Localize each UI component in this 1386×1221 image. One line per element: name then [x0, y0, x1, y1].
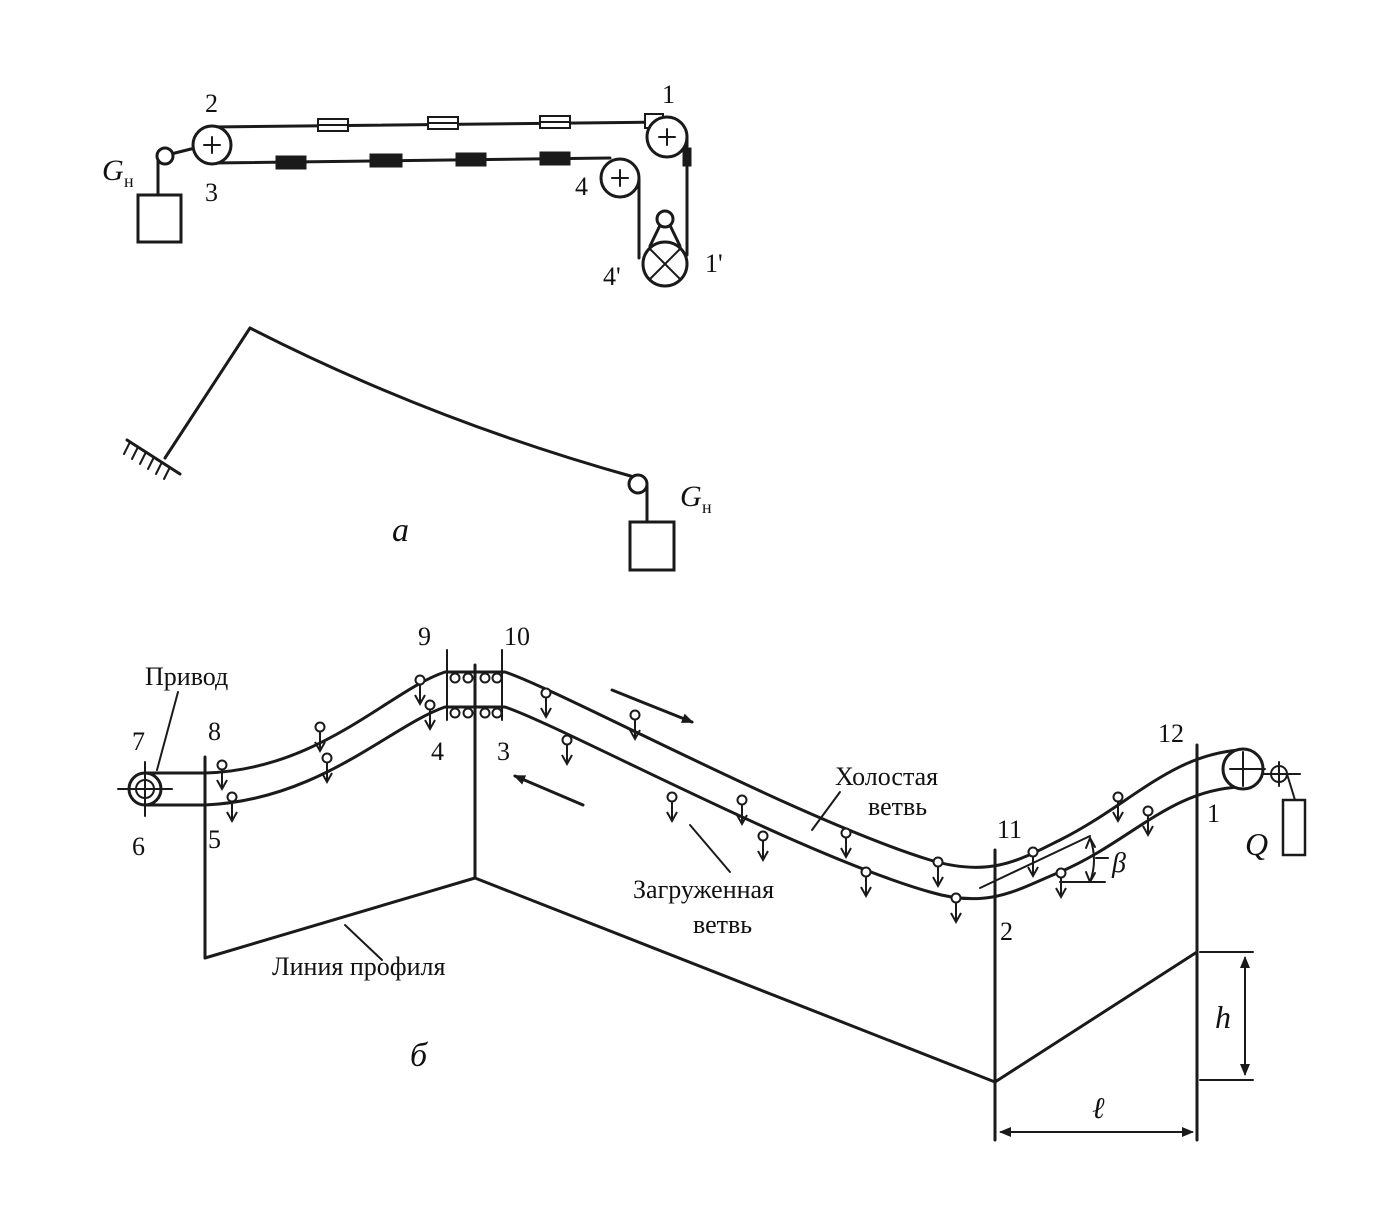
point-7-label: 7	[132, 727, 145, 756]
idle-direction-arrow	[610, 688, 694, 724]
point-4-label: 4	[575, 172, 588, 201]
point-1b-label: 1	[1207, 799, 1220, 828]
idle-branch-label-2: ветвь	[868, 792, 927, 821]
point-6-label: 6	[132, 832, 145, 861]
loaded-direction-arrow	[513, 774, 585, 807]
upper-carriers-a	[317, 113, 664, 132]
hanging-load	[561, 734, 573, 767]
svg-text:н: н	[124, 171, 134, 191]
point-1-label: 1	[662, 80, 675, 109]
profile-line-leader	[344, 924, 383, 961]
diagram-a-caption: а	[392, 512, 409, 549]
sag-curve-diagram	[123, 326, 676, 572]
drive-cross-a	[649, 248, 681, 280]
hanging-load	[736, 794, 748, 827]
drive-pulley-b	[117, 691, 179, 817]
weight-label-a-bottom: G н	[680, 480, 712, 517]
drive-top-pulley-a	[655, 209, 675, 229]
height-label: h	[1215, 999, 1231, 1035]
hanging-load	[932, 856, 944, 889]
tension-pulley-b	[1221, 747, 1307, 857]
hanging-load	[1112, 791, 1124, 824]
hanging-loads	[216, 674, 1154, 925]
hanging-load	[321, 752, 333, 785]
svg-text:G: G	[680, 480, 702, 513]
tension-pulley-a	[155, 146, 175, 166]
point-12-label: 12	[1158, 719, 1184, 748]
diagram-a: 2 3 1 4 4' 1' G н G	[102, 80, 723, 572]
hanging-load	[666, 791, 678, 824]
hanging-load	[540, 687, 552, 720]
vertical-carrier-a	[682, 147, 692, 167]
loaded-branch-label-1: Загруженная	[633, 875, 774, 904]
crest-rollers	[449, 672, 503, 719]
point-9-label: 9	[418, 622, 431, 651]
hanging-load	[629, 709, 641, 742]
svg-text:G: G	[102, 154, 124, 187]
height-dimension	[1199, 951, 1254, 1081]
beta-label: β	[1111, 848, 1126, 879]
point-8-label: 8	[208, 717, 221, 746]
loaded-branch	[143, 705, 1242, 901]
point-2b-label: 2	[1000, 917, 1013, 946]
pulley-4-cross	[611, 169, 629, 187]
point-3-label: 3	[205, 178, 218, 207]
idle-branch-label-1: Холостая	[835, 762, 938, 791]
hanging-load	[860, 866, 872, 899]
idle-branch-leader	[811, 791, 841, 831]
loaded-branch-label-2: ветвь	[693, 910, 752, 939]
idle-branch	[143, 670, 1257, 869]
end-pulley-sag	[627, 473, 649, 495]
drive-label: Привод	[145, 662, 228, 691]
point-3b-label: 3	[497, 737, 510, 766]
point-4b-label: 4	[431, 737, 444, 766]
svg-text:н: н	[702, 497, 712, 517]
hanging-load	[950, 892, 962, 925]
point-5-label: 5	[208, 825, 221, 854]
hanging-load	[414, 674, 426, 707]
hanging-load	[314, 721, 326, 754]
hanging-load	[226, 791, 238, 824]
hanging-load	[1055, 867, 1067, 900]
profile-line	[203, 876, 1199, 1084]
hanging-load	[757, 830, 769, 863]
beta-angle-marker	[979, 835, 1109, 889]
point-1prime-label: 1'	[705, 249, 723, 278]
diagram-b-caption: б	[410, 1037, 429, 1074]
fixed-support-hatch	[123, 441, 171, 480]
section-lines	[203, 649, 1199, 1142]
hanging-load	[1027, 846, 1039, 879]
profile-line-label: Линия профиля	[272, 952, 445, 981]
hanging-load	[424, 699, 436, 732]
length-label: ℓ	[1092, 1092, 1105, 1125]
load-label: Q	[1245, 826, 1268, 862]
point-11-label: 11	[997, 815, 1022, 844]
hanging-load	[216, 759, 228, 792]
point-10-label: 10	[504, 622, 530, 651]
end-weight-sag	[628, 520, 676, 572]
point-4prime-label: 4'	[603, 262, 621, 291]
hanging-load	[1142, 805, 1154, 838]
pulley-2-3-cross	[203, 136, 221, 154]
loaded-branch-leader	[689, 824, 731, 873]
hanging-load	[840, 827, 852, 860]
diagram-b: β h ℓ 7 6 8 5 9 10 4 3 11 2 12 1 Q Приво…	[117, 622, 1307, 1142]
pulley-1-cross	[658, 128, 676, 146]
point-2-label: 2	[205, 89, 218, 118]
tension-weight-a	[136, 193, 183, 244]
weight-label-a-top: G н	[102, 154, 134, 191]
lower-carriers-a	[275, 151, 571, 170]
